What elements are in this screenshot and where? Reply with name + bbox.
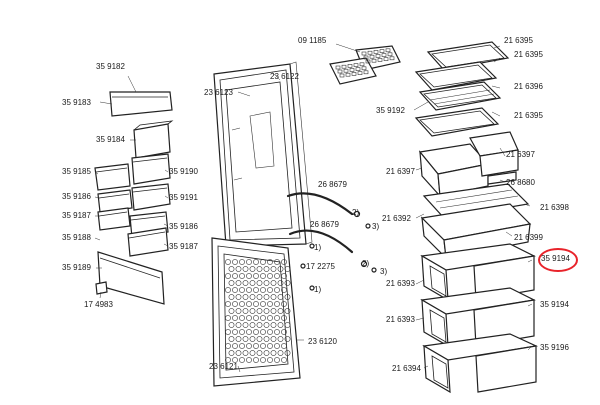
door-bin-right-4 [127, 227, 169, 257]
label-216397a: 21 6397 [506, 150, 535, 159]
door-egg-box [133, 120, 174, 159]
glass-shelf-1 [426, 41, 510, 71]
label-216392: 21 6392 [382, 214, 411, 223]
leader-236122 [271, 71, 281, 81]
label-216395a: 21 6395 [504, 36, 533, 45]
label-216393a: 21 6393 [386, 279, 415, 288]
label-359191: 35 9191 [169, 193, 198, 202]
label-359185: 35 9185 [62, 167, 91, 176]
label-216399: 21 6399 [514, 233, 543, 242]
ice-trays [329, 45, 401, 85]
label-359187a: 35 9187 [62, 211, 91, 220]
door-bin-right-1 [131, 153, 171, 185]
leader-236123 [237, 91, 251, 97]
label-359196: 35 9196 [540, 343, 569, 352]
handle-rail-upper [286, 192, 354, 216]
label-359189: 35 9189 [62, 263, 91, 272]
label-216395b: 21 6395 [514, 50, 543, 59]
label-216394: 21 6394 [392, 364, 421, 373]
glass-shelf-3 [418, 81, 502, 111]
label-359192: 35 9192 [376, 106, 405, 115]
label-216395c: 21 6395 [514, 111, 543, 120]
door-bin-left-2 [97, 189, 133, 213]
label-236122: 23 6122 [270, 72, 299, 81]
label-359182: 35 9182 [96, 62, 125, 71]
note-1b: 1) [314, 285, 322, 294]
label-268680: 26 8680 [506, 178, 535, 187]
label-236123: 23 6123 [204, 88, 233, 97]
label-268679b: 26 8679 [310, 220, 339, 229]
label-359194b: 35 9194 [540, 300, 569, 309]
highlight-circle [538, 248, 578, 272]
door-bin-bottom [97, 251, 165, 305]
note-1a: 1) [314, 243, 322, 252]
door-bin-top [109, 91, 173, 117]
label-236120: 23 6120 [308, 337, 337, 346]
leader-lines-right [413, 45, 533, 369]
handle-rail-lower [288, 229, 354, 254]
door-bin-right-2 [131, 183, 171, 211]
note-2b: 2) [362, 259, 370, 268]
note-3a: 3) [372, 222, 380, 231]
label-236121: 23 6121 [209, 362, 238, 371]
label-359188: 35 9188 [62, 233, 91, 242]
rail-part-268680 [487, 171, 517, 185]
note-3b: 3) [380, 267, 388, 276]
upper-door [213, 61, 313, 247]
label-172275: 17 2275 [306, 262, 335, 271]
glass-shelf-4 [414, 107, 500, 137]
label-216396: 21 6396 [514, 82, 543, 91]
freezer-drawer-3 [422, 333, 539, 394]
crisper-cover [422, 183, 530, 219]
note-2a: 2) [352, 208, 360, 217]
freezer-drawer-1 [420, 243, 536, 302]
leader-236121 [237, 365, 241, 373]
label-268679a: 26 8679 [318, 180, 347, 189]
label-359186b: 35 9186 [169, 222, 198, 231]
label-359187b: 35 9187 [169, 242, 198, 251]
leader-lines-left [94, 75, 169, 299]
label-359186a: 35 9186 [62, 192, 91, 201]
label-359184: 35 9184 [96, 135, 125, 144]
lower-door-grid [225, 259, 291, 363]
glass-shelf-2 [414, 61, 498, 91]
label-091185: 09 1185 [298, 36, 327, 45]
label-174983: 17 4983 [84, 300, 113, 309]
label-359190: 35 9190 [169, 167, 198, 176]
small-clip [95, 281, 108, 295]
crisper-box-small [469, 131, 519, 177]
door-bin-left-3 [97, 207, 131, 231]
freezer-drawer-2 [420, 287, 536, 348]
label-359183: 35 9183 [62, 98, 91, 107]
label-216398: 21 6398 [540, 203, 569, 212]
crisper-box-upper [418, 143, 490, 198]
hinge-screws [300, 210, 377, 291]
door-bin-left-1 [94, 163, 131, 191]
label-359194a: 35 9194 [541, 254, 570, 263]
label-216393b: 21 6393 [386, 315, 415, 324]
label-216397b: 21 6397 [386, 167, 415, 176]
leader-091185 [335, 43, 361, 53]
